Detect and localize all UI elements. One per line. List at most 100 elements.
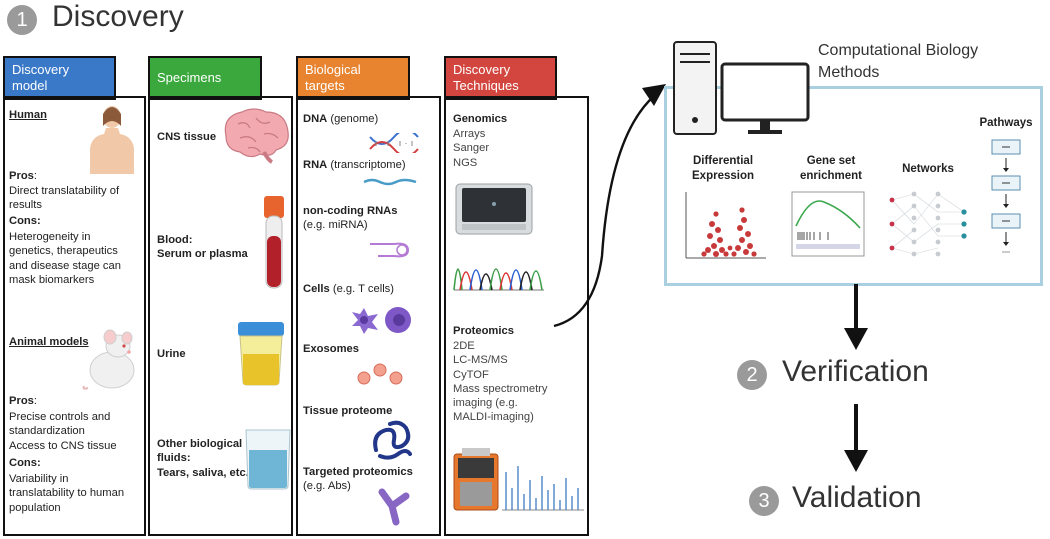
mass-spectrum-icon — [502, 466, 584, 511]
gene-set-enrichment-label: Gene set enrichment — [788, 154, 874, 184]
neural-network-icon — [889, 191, 967, 257]
exosomes-label: Exosomes — [303, 343, 359, 355]
discovery-model-column — [3, 96, 146, 536]
specimens-header: Specimens — [148, 56, 262, 100]
header-line: Discovery — [12, 62, 70, 77]
pros-line: results — [9, 199, 42, 212]
computational-title: Computational Biology Methods — [818, 40, 978, 84]
gsea-line: enrichment — [800, 170, 862, 182]
step-1-number: 1 — [7, 5, 37, 35]
proteomics-item: 2DE — [453, 340, 475, 352]
pros-line: Direct translatability of — [9, 185, 120, 197]
arrow-down-to-validation — [844, 404, 868, 472]
pros-label: Pros — [9, 170, 34, 182]
diff-expr-line: Expression — [692, 170, 754, 182]
other-fluids-label: Other biological fluids: Tears, saliva, … — [157, 437, 249, 480]
urine-label: Urine — [157, 348, 186, 360]
proteomics-item: Mass spectrometry — [453, 382, 548, 395]
header-line: model — [12, 78, 48, 93]
volcano-plot-icon — [685, 192, 766, 259]
dna-label: DNA (genome) — [303, 112, 378, 126]
dna-helix-icon — [369, 133, 419, 153]
rna-rest: (transcriptome) — [327, 159, 406, 171]
brain-icon — [224, 108, 289, 164]
header-line: Biological — [305, 62, 361, 77]
dna-bold: DNA — [303, 113, 328, 125]
biological-targets-column — [296, 96, 441, 536]
proteomics-list: 2DE LC-MS/MS CyTOF Mass spectrometry ima… — [453, 339, 548, 425]
proteomics-item: LC-MS/MS — [453, 354, 508, 367]
pathways-label: Pathways — [979, 117, 1033, 129]
diff-expr-line: Differential — [692, 155, 754, 167]
header-line: Discovery — [453, 62, 511, 77]
genomics-title: Genomics — [453, 113, 508, 125]
animal-models-title: Animal models — [9, 336, 89, 348]
genomics-item: NGS — [453, 156, 478, 169]
human-cons-text: Heterogeneity in genetics, therapeutics … — [9, 230, 121, 287]
other-line: fluids: — [157, 452, 191, 465]
header-line: Techniques — [453, 78, 519, 93]
mirna-hairpin-icon — [370, 242, 410, 258]
animal-pros-text: Precise controls and standardization Acc… — [9, 410, 117, 453]
rna-bold: RNA — [303, 159, 328, 171]
step-2-number: 2 — [737, 360, 767, 390]
proteomics-item: MALDI-imaging) — [453, 411, 534, 424]
cells-rest: (e.g. T cells) — [329, 283, 394, 295]
mouse-icon — [82, 329, 135, 390]
specimens-column — [148, 96, 293, 536]
blood-line: Blood: — [157, 234, 193, 246]
targeted-proteomics-label: Targeted proteomics (e.g. Abs) — [303, 465, 413, 494]
validation-title: Validation — [792, 481, 922, 514]
discovery-techniques-header: Discovery Techniques — [444, 56, 557, 100]
sanger-trace-icon — [453, 268, 544, 291]
computational-title-line: Methods — [818, 64, 880, 81]
ncrna-rest: (e.g. miRNA) — [303, 219, 368, 232]
arrow-down-to-verification — [844, 284, 868, 350]
differential-expression-label: Differential Expression — [680, 154, 766, 184]
cns-tissue-label: CNS tissue — [157, 131, 217, 143]
gsea-line: Gene set — [806, 155, 856, 167]
cons-line: population — [9, 501, 61, 514]
protein-icon — [373, 420, 412, 460]
genomics-list: Arrays Sanger NGS — [453, 127, 489, 170]
human-pros-label: Pros: — [9, 170, 37, 182]
cons-line: Variability in — [9, 473, 69, 485]
human-figure-icon — [90, 106, 134, 174]
proteomics-item: CyTOF — [453, 368, 489, 381]
cells-bold: Cells — [303, 283, 330, 295]
flow-curved-arrow — [553, 84, 666, 328]
computer-icon — [673, 41, 810, 135]
step-3-number: 3 — [749, 486, 779, 516]
cons-line: genetics, therapeutics — [9, 245, 118, 258]
networks-label: Networks — [902, 163, 954, 175]
discovery-model-header: Discovery model — [3, 56, 116, 100]
proteomics-item: imaging (e.g. — [453, 397, 518, 410]
mass-spectrometer-icon — [453, 448, 499, 511]
cons-line: translatability to human — [9, 487, 125, 500]
dna-rest: (genome) — [327, 113, 379, 125]
antibody-icon — [378, 488, 410, 526]
rna-label: RNA (transcriptome) — [303, 158, 406, 172]
tissue-proteome-label: Tissue proteome — [303, 405, 393, 417]
rna-strand-icon — [363, 178, 417, 186]
targeted-bold: Targeted proteomics — [303, 466, 413, 478]
pros-line: Access to CNS tissue — [9, 439, 117, 452]
blood-tube-icon — [264, 196, 284, 289]
beaker-icon — [245, 429, 291, 490]
sequencer-icon — [455, 183, 533, 235]
genomics-item: Arrays — [453, 128, 486, 140]
animal-pros-label: Pros: — [9, 395, 37, 407]
cons-line: mask biomarkers — [9, 273, 95, 286]
targeted-rest: (e.g. Abs) — [303, 480, 351, 493]
cells-icon — [352, 307, 411, 334]
exosomes-icon — [357, 363, 403, 385]
cons-line: Heterogeneity in — [9, 231, 91, 243]
blood-line: Serum or plasma — [157, 248, 248, 261]
verification-title: Verification — [782, 355, 929, 388]
gsea-plot-icon — [791, 191, 865, 257]
other-line: Tears, saliva, etc. — [157, 466, 249, 479]
human-title: Human — [9, 109, 47, 121]
header-line: targets — [305, 78, 345, 93]
cells-label: Cells (e.g. T cells) — [303, 282, 394, 296]
pros-label: Pros — [9, 395, 34, 407]
